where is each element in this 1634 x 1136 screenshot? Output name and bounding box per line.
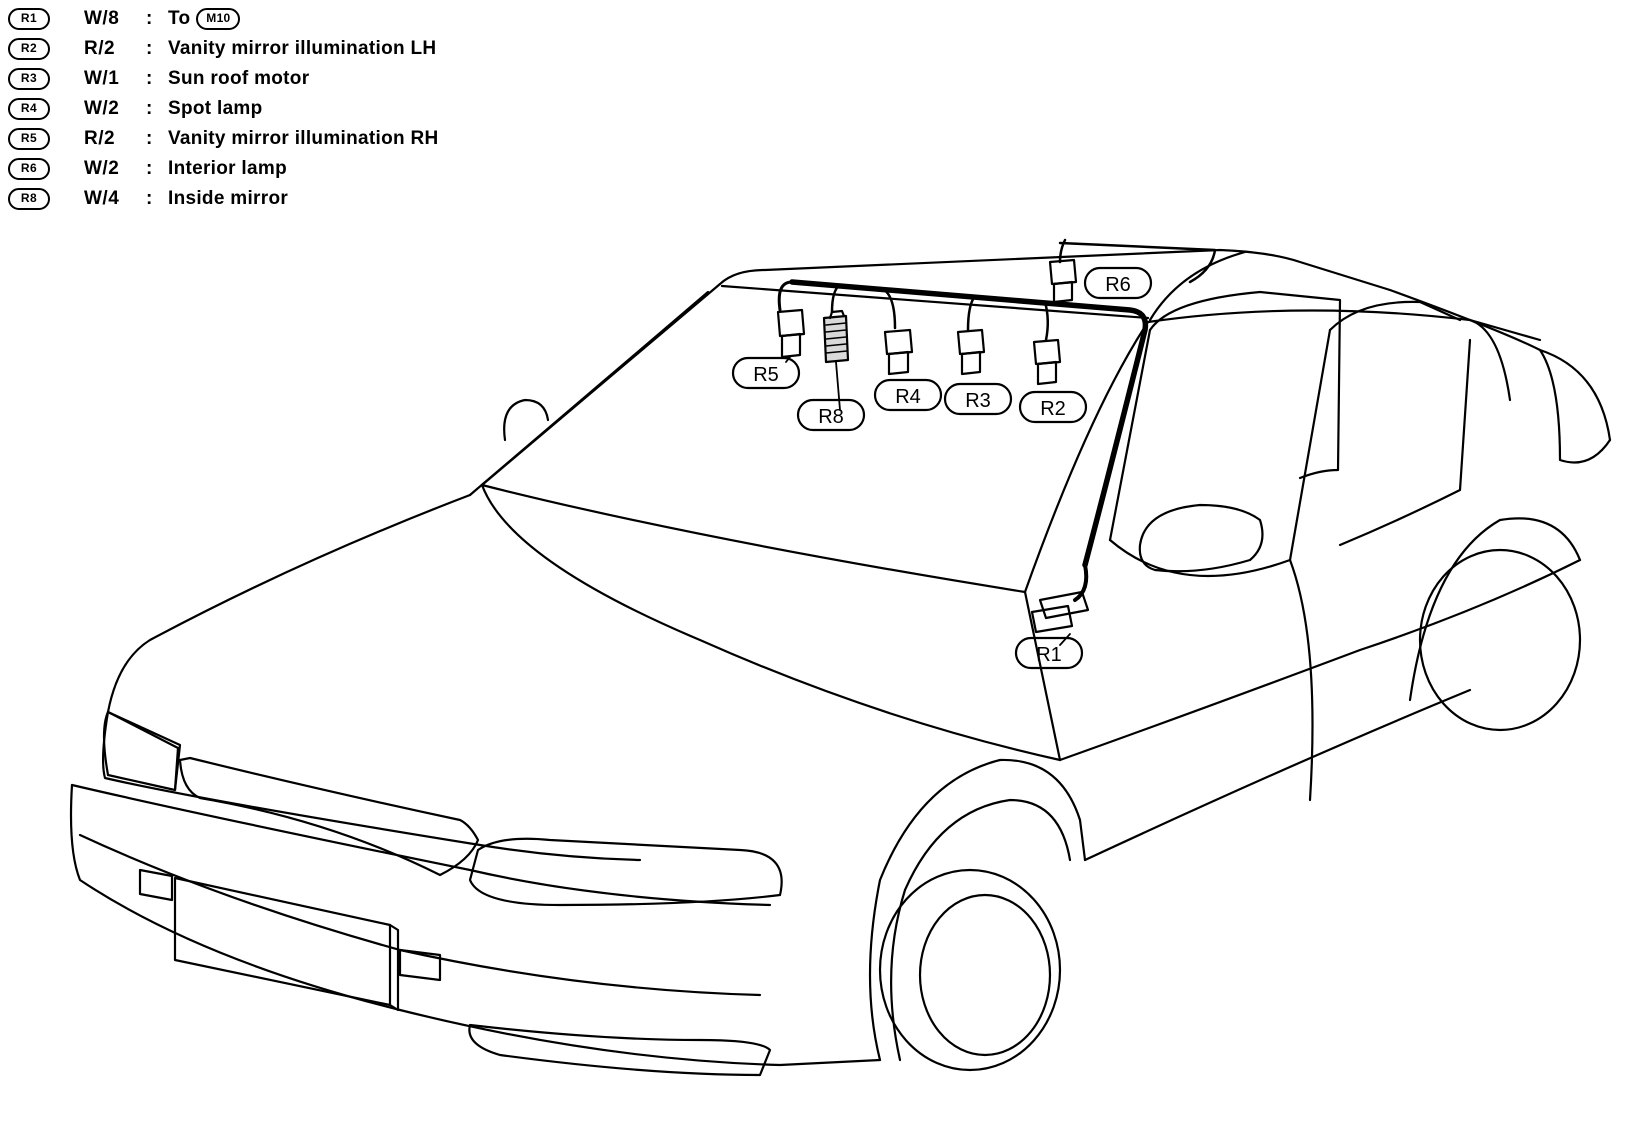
connector-r5 [776, 308, 806, 359]
legend-desc-text: To [168, 8, 191, 29]
callout-r3-label: R3 [965, 390, 991, 412]
legend-spec: W/8 [84, 8, 120, 29]
callout-r8-label: R8 [818, 406, 844, 428]
connector-r1 [1030, 590, 1090, 634]
legend-row-r6: R6 W/2 : Interior lamp [8, 158, 488, 188]
legend-spec: W/4 [84, 188, 120, 209]
legend-code-badge: R2 [8, 38, 50, 60]
connector-r3 [956, 328, 986, 376]
legend-row-r3: R3 W/1 : Sun roof motor [8, 68, 488, 98]
legend-row-r4: R4 W/2 : Spot lamp [8, 98, 488, 128]
legend-code-badge: R6 [8, 158, 50, 180]
callout-r3: R3 [943, 382, 1013, 416]
callout-r2: R2 [1018, 390, 1088, 424]
legend-spec: R/2 [84, 128, 116, 149]
legend-code-badge: R5 [8, 128, 50, 150]
callout-r5-label: R5 [753, 364, 779, 386]
legend-separator: : [146, 68, 153, 89]
connector-r6 [1048, 258, 1078, 304]
callout-r5: R5 [731, 356, 801, 390]
legend-separator: : [146, 188, 153, 209]
legend-code-badge: R3 [8, 68, 50, 90]
legend-spec: W/2 [84, 158, 120, 179]
legend-desc: Sun roof motor [168, 68, 310, 89]
legend-spec: W/2 [84, 98, 120, 119]
callout-r4-label: R4 [895, 386, 921, 408]
legend-row-r5: R5 R/2 : Vanity mirror illumination RH [8, 128, 488, 158]
connector-r4 [883, 328, 914, 376]
harness-wire [777, 238, 1217, 602]
legend-desc: Vanity mirror illumination LH [168, 38, 437, 59]
car-body-outline [69, 248, 1612, 1077]
legend-desc: Vanity mirror illumination RH [168, 128, 439, 149]
callout-r8: R8 [796, 398, 866, 432]
connector-r8 [822, 309, 850, 364]
legend-spec: W/1 [84, 68, 120, 89]
legend-separator: : [146, 128, 153, 149]
callout-r4: R4 [873, 378, 943, 412]
legend-code-badge: R8 [8, 188, 50, 210]
legend-spec: R/2 [84, 38, 116, 59]
legend-separator: : [146, 98, 153, 119]
legend-desc: Interior lamp [168, 158, 287, 179]
legend-row-r8: R8 W/4 : Inside mirror [8, 188, 488, 218]
legend-code-badge: R1 [8, 8, 50, 30]
legend-separator: : [146, 38, 153, 59]
legend-desc: Spot lamp [168, 98, 263, 119]
legend-row-r2: R2 R/2 : Vanity mirror illumination LH [8, 38, 488, 68]
callout-r6-label: R6 [1105, 274, 1131, 296]
legend-desc: Inside mirror [168, 188, 289, 209]
callout-r6: R6 [1083, 266, 1153, 300]
legend-separator: : [146, 158, 153, 179]
connector-r2 [1032, 338, 1062, 386]
legend-ref-badge: M10 [196, 8, 241, 30]
callout-r1-label: R1 [1036, 644, 1062, 666]
callout-r2-label: R2 [1040, 398, 1066, 420]
callout-r1: R1 [1014, 636, 1084, 670]
legend-separator: : [146, 8, 153, 29]
legend-code-badge: R4 [8, 98, 50, 120]
